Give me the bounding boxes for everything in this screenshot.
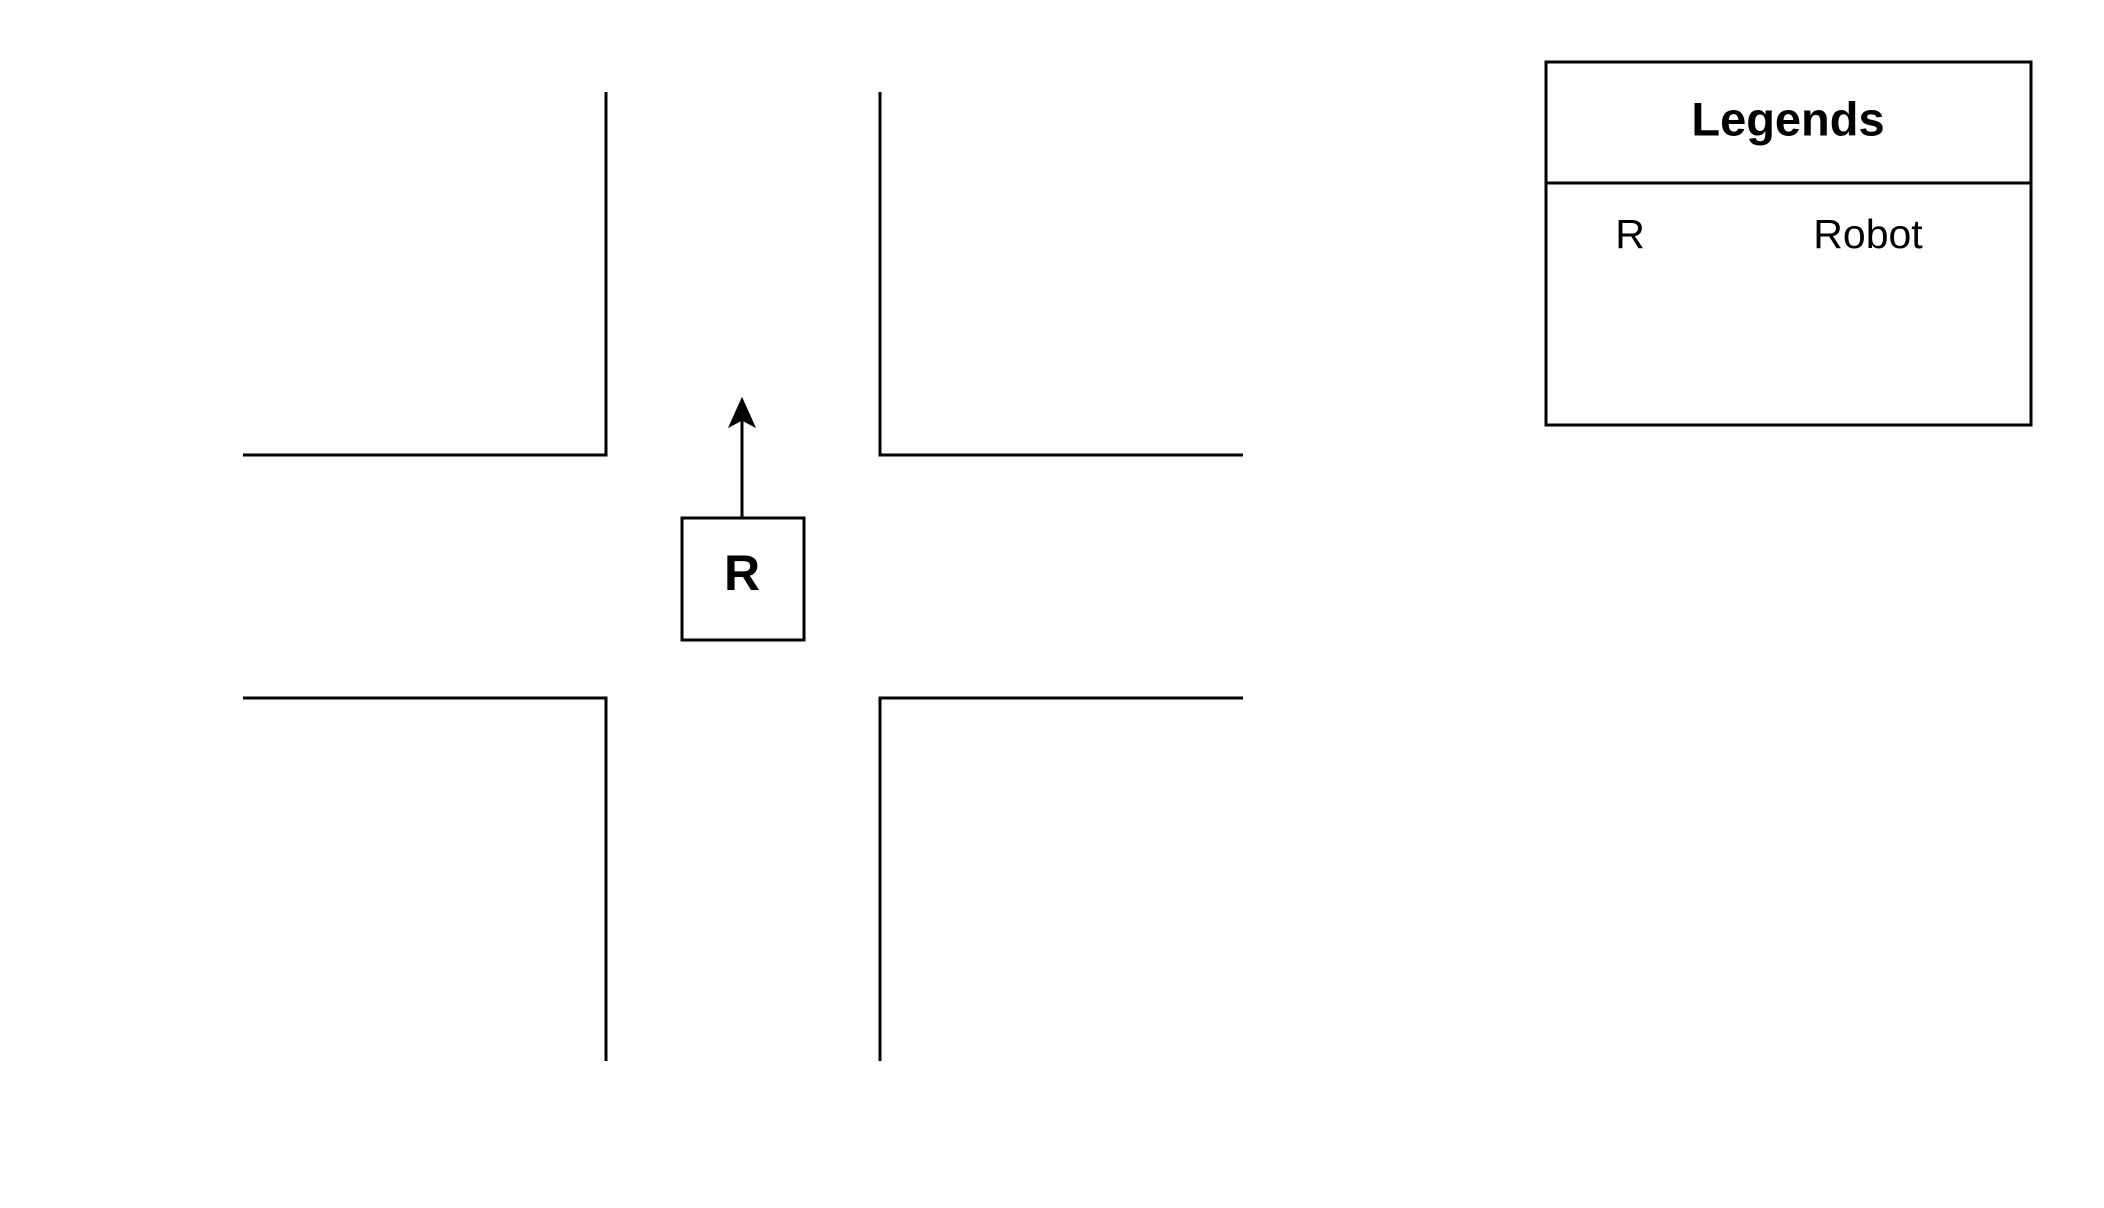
robot-label: R — [724, 545, 760, 601]
road-intersection — [243, 92, 1243, 1061]
robot: R — [680, 396, 806, 642]
robot-box — [680, 516, 806, 642]
heading-arrow-up-icon — [727, 396, 757, 429]
legend: Legends R Robot — [1544, 60, 2033, 427]
legend-entry-symbol: R — [1615, 211, 1645, 257]
legend-entry-meaning: Robot — [1813, 211, 1923, 257]
legend-frame — [1544, 60, 2033, 427]
wall-bottom-left — [243, 696, 608, 1061]
wall-top-right — [878, 92, 1243, 457]
wall-bottom-right — [878, 696, 1243, 1061]
wall-top-left — [243, 92, 608, 457]
legend-title: Legends — [1691, 92, 1884, 145]
